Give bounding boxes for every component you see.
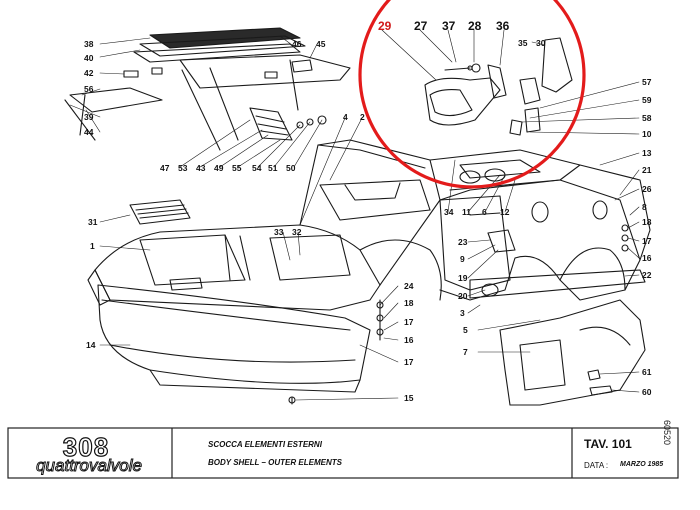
callout-30: 30 xyxy=(536,38,546,48)
callout-47: 47 xyxy=(160,163,170,173)
callout-20: 20 xyxy=(458,291,468,301)
roof-panel xyxy=(133,27,306,63)
callout-36: 36 xyxy=(496,19,510,33)
callout-24: 24 xyxy=(404,281,414,291)
date-label: DATA : xyxy=(584,461,609,470)
model-name: quattrovalvole xyxy=(36,456,143,476)
rear-quarter-panel xyxy=(499,299,646,406)
front-spoiler xyxy=(97,284,371,393)
callout-15: 15 xyxy=(404,393,414,403)
callout-31: 31 xyxy=(88,217,98,227)
callout-60: 60 xyxy=(642,387,652,397)
callout-13: 13 xyxy=(642,148,652,158)
callout-8: 8 xyxy=(642,202,647,212)
callout-29: 29 xyxy=(378,19,392,33)
callout-7: 7 xyxy=(463,347,468,357)
callout-57: 57 xyxy=(642,77,652,87)
callout-55: 55 xyxy=(232,163,242,173)
callout-18-mid: 18 xyxy=(404,298,414,308)
callout-2: 2 xyxy=(360,112,365,122)
callout-3: 3 xyxy=(460,308,465,318)
description-english: BODY SHELL – OUTER ELEMENTS xyxy=(208,458,342,467)
callout-1: 1 xyxy=(90,241,95,251)
air-intake-detail xyxy=(424,63,507,126)
callout-32: 32 xyxy=(292,227,302,237)
callout-17-right: 17 xyxy=(642,236,652,246)
side-code: 60520 xyxy=(662,420,672,446)
callout-46: 46 xyxy=(292,39,302,49)
main-body-shell xyxy=(87,139,651,311)
callout-33: 33 xyxy=(274,227,284,237)
callout-37: 37 xyxy=(442,19,456,33)
callout-17-bottom: 17 xyxy=(404,357,414,367)
callout-56: 56 xyxy=(84,84,94,94)
callout-40: 40 xyxy=(84,53,94,63)
callout-38: 38 xyxy=(84,39,94,49)
callout-17-mid: 17 xyxy=(404,317,414,327)
callout-5: 5 xyxy=(463,325,468,335)
callout-50: 50 xyxy=(286,163,296,173)
callout-58: 58 xyxy=(642,113,652,123)
callout-19: 19 xyxy=(458,273,468,283)
callout-49: 49 xyxy=(214,163,224,173)
callout-45: 45 xyxy=(316,39,326,49)
callout-9: 9 xyxy=(460,254,465,264)
callout-4: 4 xyxy=(343,112,348,122)
callout-16-mid: 16 xyxy=(404,335,414,345)
callout-11: 11 xyxy=(462,207,471,217)
callout-16-right: 16 xyxy=(642,253,652,263)
callout-23: 23 xyxy=(458,237,468,247)
callout-22: 22 xyxy=(642,270,652,280)
callout-10: 10 xyxy=(642,129,652,139)
callout-14: 14 xyxy=(86,340,96,350)
highlight-circle xyxy=(358,0,586,189)
callout-18-right: 18 xyxy=(642,217,652,227)
callout-27: 27 xyxy=(414,19,428,33)
side-vent xyxy=(249,107,293,141)
engine-lid-grille xyxy=(129,199,191,225)
callout-39: 39 xyxy=(84,112,94,122)
callout-6: 6 xyxy=(482,207,487,217)
callout-44: 44 xyxy=(84,127,94,137)
description-italian: SCOCCA ELEMENTI ESTERNI xyxy=(208,440,322,449)
callout-51: 51 xyxy=(268,163,278,173)
table-label: TAV. 101 xyxy=(584,437,632,451)
callout-43: 43 xyxy=(196,163,206,173)
date-value: MARZO 1985 xyxy=(620,461,664,468)
callout-12: 12 xyxy=(500,207,510,217)
model-number: 308 xyxy=(62,431,110,462)
callout-28: 28 xyxy=(468,19,482,33)
callout-42: 42 xyxy=(84,68,94,78)
callout-35: 35 xyxy=(518,38,528,48)
callout-26: 26 xyxy=(642,184,652,194)
callout-53: 53 xyxy=(178,163,188,173)
callout-34: 34 xyxy=(444,207,454,217)
callout-21: 21 xyxy=(642,165,652,175)
callout-59: 59 xyxy=(642,95,652,105)
callout-61: 61 xyxy=(642,367,652,377)
callout-54: 54 xyxy=(252,163,262,173)
